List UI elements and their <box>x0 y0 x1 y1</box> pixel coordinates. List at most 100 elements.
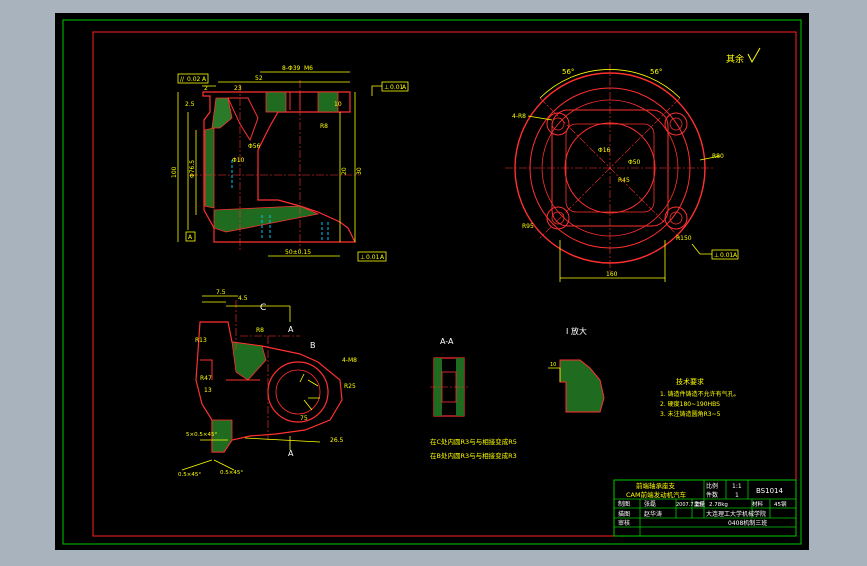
section-aa-title: A-A <box>440 337 454 346</box>
left-datum-a: A <box>185 231 196 242</box>
right-view-dimensions <box>539 69 681 282</box>
section-label-3: C <box>260 303 266 313</box>
left-bottom-dim: 50±0.15 <box>285 249 311 256</box>
section-label-4: A <box>288 325 294 334</box>
left-dim-1: 2 <box>204 85 208 92</box>
section-label-17: 13 <box>204 387 212 394</box>
right-label-5: Φ50 <box>628 159 641 166</box>
section-label-11: 5×0.5×45° <box>186 432 217 438</box>
section-label-5: R13 <box>195 337 207 344</box>
left-dim-2: 23 <box>234 85 242 92</box>
tech-req-item-1: 1. 铸造件铸造不允许有气孔。 <box>660 390 740 398</box>
right-label-4: Φ16 <box>598 147 611 154</box>
left-dim-10: Φ76.5 <box>189 160 196 178</box>
section-aa: A-A 在C处内圆R3与与相接变成R5 在B处内圆R3与与相接变成R3 <box>430 337 517 460</box>
section-aa-note2: 在B处内圆R3与与相接变成R3 <box>430 451 517 460</box>
tb-name-line2: CAM前端发动机汽车 <box>626 490 687 499</box>
tb-weight-label: 重量 <box>694 500 706 508</box>
right-tol: ⊥ 0.01 A <box>691 243 739 260</box>
left-tol-bottom-symbol: ⊥ <box>360 254 365 261</box>
left-dim-5: M6 <box>304 65 313 72</box>
view-right: 56° 56° 4-R8 Φ16 Φ50 R45 R80 R95 R150 16… <box>505 64 739 282</box>
detail-view: I 放大 10 <box>548 326 605 413</box>
tb-designer: 张磊 <box>644 500 656 508</box>
right-tol-symbol: ⊥ <box>714 252 719 259</box>
view-section: 7.5 4.5 C A R13 R8 B 4-M8 R47 R25 5×0.5×… <box>178 289 357 478</box>
left-datum-a-label: A <box>188 234 193 241</box>
roughness-note: 其余 <box>726 47 761 65</box>
tb-designer-label: 制图 <box>618 500 630 508</box>
left-tol-bottom-value: 0.01 <box>366 254 380 261</box>
left-dim-6: 2.5 <box>185 101 195 108</box>
tb-name-line1: 前端轴承座支 <box>636 481 676 490</box>
tb-qty-value: 1 <box>735 492 739 499</box>
top-right-note: 其余 <box>726 53 744 65</box>
section-label-7: B <box>310 341 316 350</box>
inner-border <box>92 31 797 537</box>
right-label-9: R150 <box>676 235 692 242</box>
tb-checker: 赵华涛 <box>644 510 662 518</box>
section-label-13: 0.5×45° <box>220 470 243 476</box>
right-tol-datum: A <box>733 252 738 259</box>
tb-school: 大连理工大学机械学院 <box>706 510 766 518</box>
section-label-1: 7.5 <box>216 289 226 296</box>
section-label-15: 26.5 <box>330 437 344 444</box>
bolt-hole <box>664 206 688 230</box>
view-left: 2 23 52 8-Φ39 M6 2.5 10 Φ56 100 Φ76.5 20… <box>171 65 409 262</box>
tech-requirements: 技术要求 1. 铸造件铸造不允许有气孔。 2. 硬度180~190HBS 3. … <box>660 377 740 418</box>
section-dimensions <box>202 295 321 450</box>
tech-req-item-2: 2. 硬度180~190HBS <box>660 400 720 408</box>
left-dim-12: Φ10 <box>232 157 245 164</box>
tb-checker-label: 描图 <box>618 510 630 518</box>
left-tol-top-value: 0.02 <box>187 76 201 83</box>
left-view-hidden-lines <box>231 160 329 240</box>
tb-reviewer-label: 审核 <box>618 519 630 527</box>
tb-weight: 2.78kg <box>709 502 728 508</box>
right-label-8: R95 <box>522 223 534 230</box>
right-label-3: 4-R8 <box>512 113 526 120</box>
tb-scale-value: 1:1 <box>732 483 742 490</box>
bolt-hole <box>546 206 570 230</box>
tb-material: 45钢 <box>774 500 787 508</box>
left-dim-11: 20 <box>341 167 348 175</box>
section-label-10: R25 <box>344 383 356 390</box>
section-aa-note1: 在C处内圆R3与与相接变成R5 <box>430 437 517 446</box>
right-label-10: 160 <box>606 271 618 278</box>
left-tol-bottom: ⊥ 0.01 A <box>357 251 387 262</box>
left-dim-4: 8-Φ39 <box>282 65 301 72</box>
tech-req-item-3: 3. 未注铸造圆角R3~5 <box>660 410 721 418</box>
section-label-9: R47 <box>200 375 212 382</box>
detail-mark: 10 <box>550 362 556 368</box>
outer-border <box>62 19 802 545</box>
section-label-2: 4.5 <box>238 295 248 302</box>
tb-scale-label: 比例 <box>706 482 718 490</box>
detail-title: I 放大 <box>566 326 587 336</box>
section-label-16: 75 <box>300 415 308 422</box>
left-tol-bottom-datum: A <box>380 254 385 261</box>
section-label-14: A <box>288 449 294 458</box>
left-tol-right-value: 0.01 <box>390 84 404 91</box>
tb-qty-label: 件数 <box>706 491 718 499</box>
left-tol-top: // 0.02 A <box>177 73 209 84</box>
tb-material-label: 材料 <box>752 500 764 508</box>
right-label-1: 56° <box>562 68 574 76</box>
left-tol-right: ⊥ 0.01 A <box>371 81 409 96</box>
section-label-6: R8 <box>256 327 264 334</box>
right-label-6: R45 <box>618 177 630 184</box>
tb-drawing-no: BS1014 <box>756 487 783 495</box>
left-view-dimensions <box>177 71 356 257</box>
tb-class: 0408机制三班 <box>728 519 767 527</box>
left-dim-8: Φ56 <box>248 143 261 150</box>
left-dim-7: 10 <box>334 101 342 108</box>
left-tol-right-symbol: ⊥ <box>384 84 389 91</box>
right-label-2: 56° <box>650 68 662 76</box>
section-label-12: 0.5×45° <box>178 472 201 478</box>
left-dim-13: 30 <box>356 167 363 175</box>
left-tol-top-datum: A <box>202 76 207 83</box>
title-block: 前端轴承座支 CAM前端发动机汽车 比例 1:1 件数 1 BS1014 制图 … <box>613 479 797 537</box>
left-dim-3: 52 <box>255 75 263 82</box>
drawing-canvas[interactable] <box>55 13 809 550</box>
left-dim-9: 100 <box>171 166 178 178</box>
